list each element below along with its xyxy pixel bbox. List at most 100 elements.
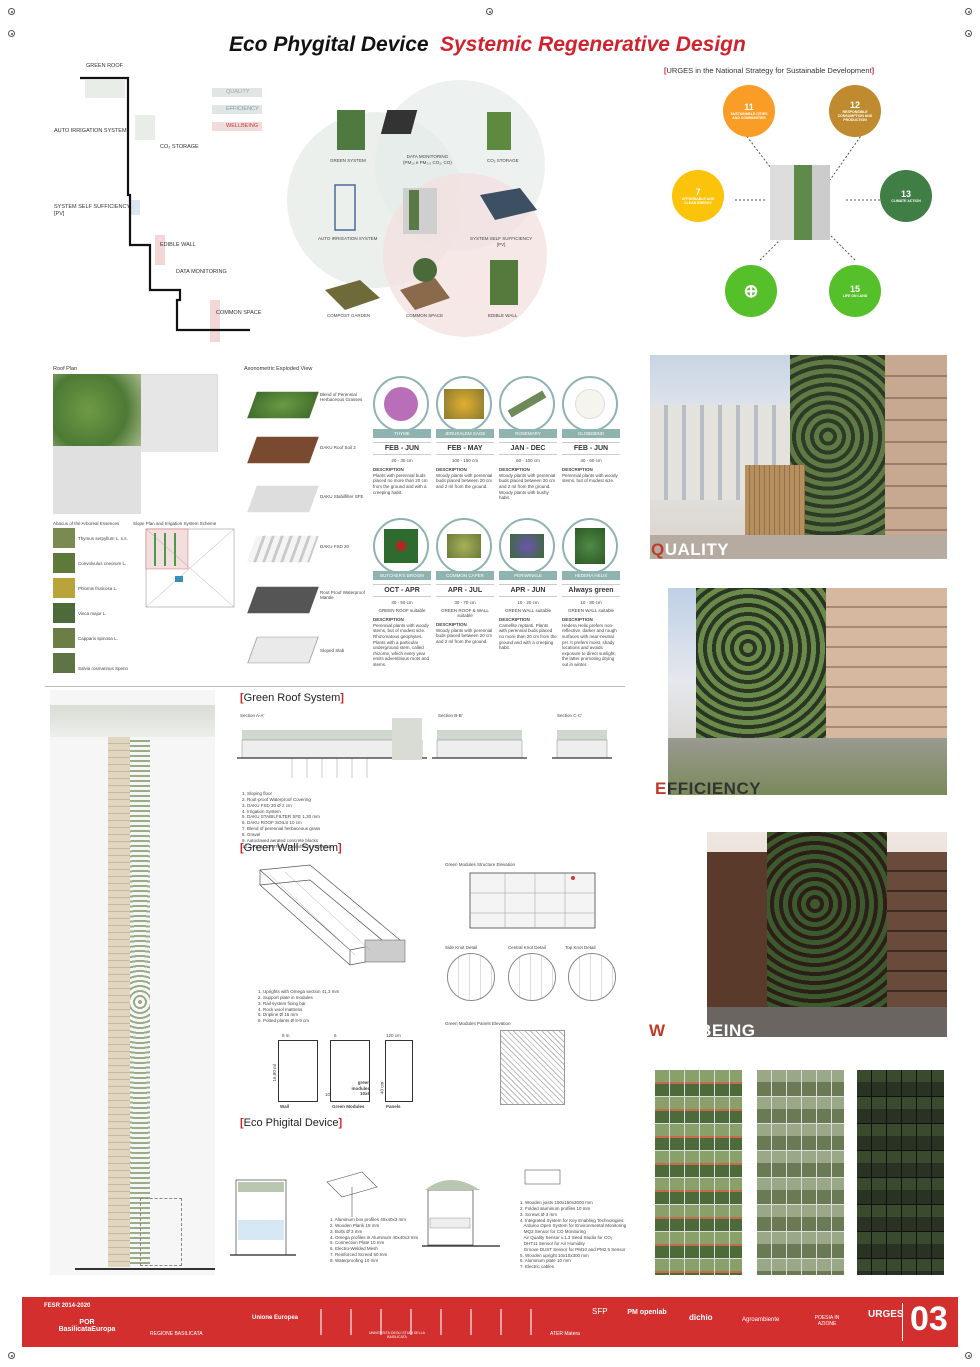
slope-plan [145, 528, 235, 608]
sdg-12-num: 12 [849, 100, 860, 110]
plant-height: 30 - 50 cm [391, 600, 413, 605]
urges-title-text: URGES in the National Strategy for Susta… [666, 66, 872, 75]
venn-edible-wall: EDIBLE WALL [488, 313, 518, 318]
plant-card-rosemary: ROSEMARY JAN - DEC 60 - 100 cm DESCRIPTI… [499, 376, 557, 501]
plant-period: JAN - DEC [499, 442, 557, 455]
venn-diagram [287, 80, 547, 337]
gw-legend-item: 2. Support plate in modules [258, 994, 313, 1000]
legend-wellbeing [212, 122, 262, 131]
sdg-11-num: 11 [744, 102, 754, 112]
abacus-title: Abacus of the Arboreal Essences [53, 521, 120, 526]
logo-por: POR BasilicataEuropa [58, 1319, 116, 1333]
eco-list-item: 8. Waterproofing 10 mm [330, 1257, 379, 1263]
gw-structure-elevation [469, 872, 596, 929]
sdg-7-num: 7 [695, 187, 701, 197]
gw-detail-central: Central Knot Detail [508, 945, 546, 950]
green-wall-elevation-summer [757, 1070, 844, 1275]
gw-detail-side-circle [447, 953, 495, 1001]
venn-co2-storage: CO₂ STORAGE [487, 158, 519, 163]
eco-device-drawing-4 [524, 1169, 561, 1185]
plant-name: JERUSALEM SAGE [436, 429, 494, 438]
plant-name: GLOBEBIND [562, 429, 620, 438]
eco-list-1: 1. Aluminum box profiles 40x40x3 mm 2. W… [330, 1217, 418, 1264]
plant-use: GREEN WALL suitable [568, 608, 614, 613]
dim-mod-height: 10 [325, 1092, 331, 1097]
layer-soil [247, 436, 319, 464]
eco-list-item: 6. Aluminum plate 10 mm [520, 1258, 571, 1264]
eco-list-item: Arduino Open System for Environmental Mo… [520, 1223, 627, 1229]
plant-desc-text: Hedera Helix prefers non-reflective, dar… [562, 622, 617, 667]
logo-poesia: POESIA IN AZIONE [814, 1315, 840, 1327]
sdg-15-num: 15 [849, 284, 860, 294]
plant-name: BUTCHER'S BROOM [373, 571, 431, 580]
render-wellbeing [707, 832, 947, 1037]
plant-name: HEDERA HELIX [562, 571, 620, 580]
plant-period: OCT - APR [373, 584, 431, 597]
logo-sfp: SFP [592, 1307, 608, 1316]
logo-dichio: dichio [689, 1313, 713, 1322]
render-quality-initial: Q [651, 540, 665, 559]
eco-list-item: 3. Screws Ø 3 mm [520, 1211, 558, 1217]
registration-mark [965, 30, 972, 37]
gw-structure-title: Green Modules Structure Elevation [445, 862, 516, 867]
footer-bar: FESR 2014-2020 POR BasilicataEuropa REGI… [22, 1297, 958, 1347]
plant-card-hedera: HEDERA HELIX Always green 10 - 80 cm GRE… [562, 518, 620, 668]
gr-system-title: [Green Roof System] [240, 692, 344, 704]
plant-height: 10 - 80 cm [580, 600, 602, 605]
essence-1: Thymus serpyllum L. s.s. [78, 536, 128, 541]
logo-fesr: FESR 2014-2020 [44, 1303, 91, 1309]
dim-mod-text: green modules 10x6 [351, 1080, 370, 1097]
slope-title: Slope Plan and Irrigation System Scheme [133, 521, 217, 526]
caper-image [436, 518, 492, 574]
registration-mark [8, 30, 15, 37]
eco-list-item: 5. Wooden upright 10x10x300 mm [520, 1252, 589, 1258]
dim-wall-width: 8 m [282, 1033, 290, 1038]
venn-compost: COMPOST GARDEN [327, 313, 371, 318]
layer-grass [247, 391, 319, 419]
eco-device-drawing-2 [326, 1171, 378, 1217]
axon-title: Axonometric Exploded View [244, 366, 313, 372]
essence-swatch-6 [53, 653, 75, 673]
eco-list-item: DHT11 Sensor for Air Humidity [520, 1240, 585, 1246]
essence-swatch-2 [53, 553, 75, 573]
venn-auto-irrigation: AUTO IRRIGATION SYSTEM [318, 236, 378, 241]
registration-mark [965, 1352, 972, 1359]
render-quality [650, 355, 947, 559]
logo-agro: Agroambiente [742, 1317, 780, 1323]
essence-swatch-1 [53, 528, 75, 548]
footer-divider [902, 1303, 903, 1341]
green-wall-elevation-spring [655, 1070, 742, 1275]
plant-desc-text: Camefite reptanti. Plants with perennial… [499, 622, 557, 651]
eco-list-item: 2. Folded aluminum profiles 10 mm [520, 1205, 591, 1211]
sdg-7-icon: 7 AFFORDABLE AND CLEAN ENERGY [672, 170, 724, 222]
gw-legend-item: 5. Dripline Ø 16 mm [258, 1012, 299, 1018]
eco-device-title-text: Eco Phigital Device [243, 1117, 339, 1129]
plant-use: GREEN ROOF & WALL suitable [441, 608, 489, 618]
dim-mod-caption: Green Modules [332, 1104, 365, 1109]
gw-legend-item: 3. Rail system fixing bar [258, 1000, 306, 1006]
sdg-11-label: SUSTAINABLE CITIES AND COMMUNITIES [730, 112, 768, 120]
roof-plan-void-2 [141, 452, 218, 514]
eco-device-drawing-1 [230, 1179, 296, 1256]
gr-system-title-text: Green Roof System [243, 692, 341, 704]
layer-label-3: DAKU Stabilfilter SFE [320, 494, 364, 499]
plant-period: APR - JUN [499, 584, 557, 597]
globebind-image [562, 376, 618, 432]
layer-label-6: Sloped Slab [320, 648, 345, 653]
gw-panels-elevation [500, 1030, 565, 1105]
eco-list-item: 7. Electric cables [520, 1264, 555, 1270]
legend-quality-label: QUALITY [226, 89, 250, 95]
sdg-building-image [770, 165, 830, 240]
eco-list-item: MQ3 Sensor for CO Monitoring [520, 1229, 586, 1235]
plant-height: 20 - 30 cm [391, 458, 413, 463]
sdg-11-icon: 11 SUSTAINABLE CITIES AND COMMUNITIES [723, 85, 775, 137]
broom-image [373, 518, 429, 574]
title-right: Systemic Regenerative Design [440, 33, 746, 56]
eco-list-item: 4. Omega profiles in Aluminum 40x40x3 mm [330, 1234, 419, 1240]
